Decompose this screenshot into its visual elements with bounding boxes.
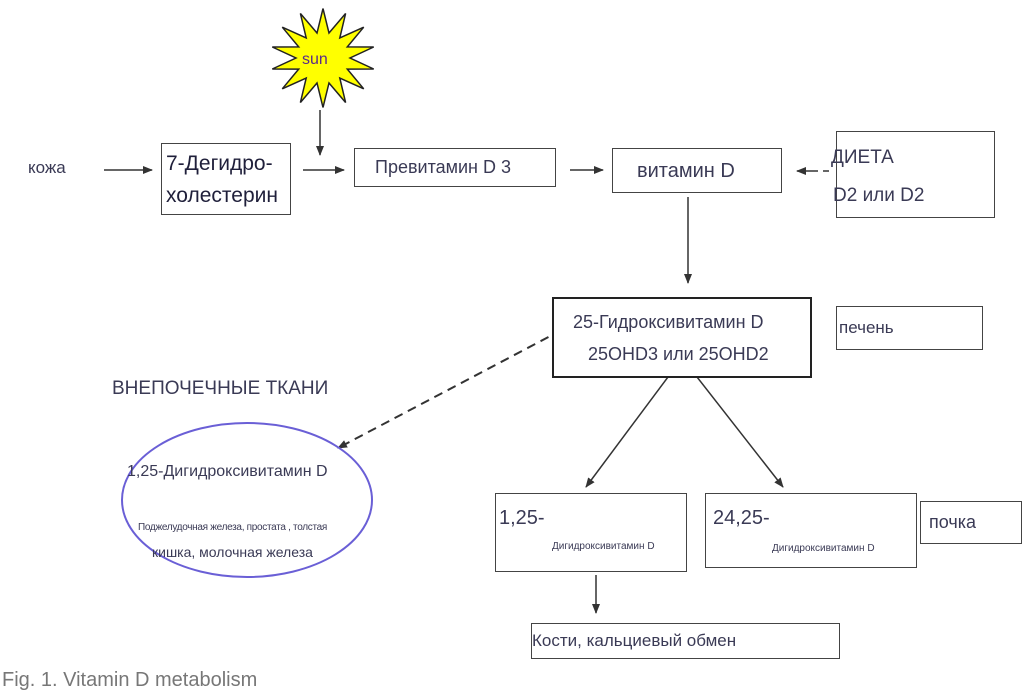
extrarenal-title: ВНЕПОЧЕЧНЫЕ ТКАНИ <box>112 378 329 399</box>
diet-line2: D2 или D2 <box>833 185 925 206</box>
previtamin-label: Превитамин D 3 <box>375 157 512 177</box>
ellipse-subtitle-line1: Поджелудочная железа, простата , толстая <box>138 522 328 533</box>
previtamin-box: Превитамин D 3 <box>354 148 556 187</box>
hydroxyvitamin-box: 25-Гидроксивитамин D 25OHD3 или 25OHD2 <box>552 297 812 378</box>
dehydrocholesterol-box: 7-Дегидро- холестерин <box>161 143 291 215</box>
dihydroxyvitamin-24-box: 24,25- Дигидроксивитамин D <box>705 493 917 568</box>
diet-box: ДИЕТА D2 или D2 <box>831 131 995 218</box>
sun-label: sun <box>302 51 328 68</box>
bones-label: Кости, кальциевый обмен <box>532 631 737 650</box>
dihydroxyvitamin-24-text: Дигидроксивитамин D <box>772 543 875 554</box>
dihydroxyvitamin-24-number: 24,25- <box>713 507 770 529</box>
dihydroxyvitamin-number: 1,25- <box>499 507 545 529</box>
dehydrocholesterol-line1: 7-Дегидро- <box>166 152 273 175</box>
arrow-hydroxy-to-extrarenal <box>337 322 576 449</box>
hydroxyvitamin-line2: 25OHD3 или 25OHD2 <box>588 344 769 364</box>
arrow-hydroxy-to-dihydroxy24 <box>696 376 784 488</box>
hydroxyvitamin-line1: 25-Гидроксивитамин D <box>573 312 764 332</box>
ellipse-subtitle-line2: кишка, молочная железа <box>152 544 313 560</box>
extrarenal-ellipse <box>121 422 373 578</box>
figure-caption: Fig. 1. Vitamin D metabolism <box>2 669 258 691</box>
ellipse-title: 1,25-Дигидроксивитамин D <box>127 463 328 480</box>
kidney-box: почка <box>920 501 1022 544</box>
sun-icon <box>271 8 375 108</box>
dehydrocholesterol-line2: холестерин <box>166 184 278 207</box>
dihydroxyvitamin-text: Дигидроксивитамин D <box>552 541 655 552</box>
kidney-label: почка <box>929 512 977 532</box>
liver-box: печень <box>836 306 983 350</box>
diet-line1: ДИЕТА <box>831 147 894 168</box>
bones-box: Кости, кальциевый обмен <box>531 623 840 659</box>
dihydroxyvitamin-box: 1,25- Дигидроксивитамин D <box>495 493 687 572</box>
vitamin-d-label: витамин D <box>637 160 735 182</box>
skin-label: кожа <box>28 158 66 177</box>
arrow-hydroxy-to-dihydroxy <box>585 376 669 488</box>
liver-label: печень <box>839 318 894 337</box>
vitamin-d-box: витамин D <box>612 148 782 193</box>
